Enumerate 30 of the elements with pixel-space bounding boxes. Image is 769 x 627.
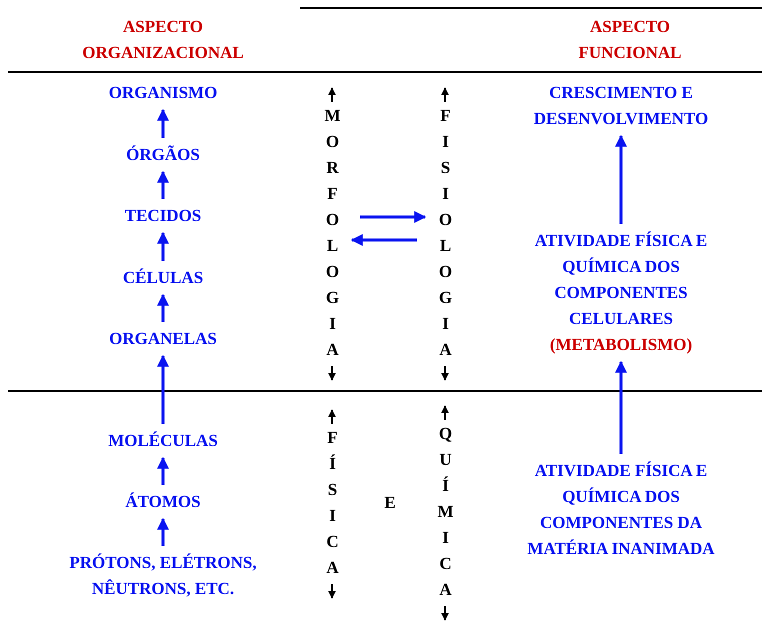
node-label: ÁTOMOS: [124, 491, 202, 513]
column-header: ASPECTO ORGANIZACIONAL: [81, 16, 245, 64]
arrow: [157, 108, 169, 138]
arrow: [157, 456, 169, 485]
arrow: [157, 294, 169, 322]
arrow: [350, 234, 417, 246]
node-label: ATIVIDADE FÍSICA E QUÍMICA DOS COMPONENTES CELULARES: [534, 230, 708, 330]
column-header: ASPECTO FUNCIONAL: [578, 16, 682, 64]
node-label: (METABOLISMO): [548, 334, 694, 356]
node-label: PRÓTONS, ELÉTRONS, NÊUTRONS, ETC.: [68, 552, 258, 600]
vertical-word: QUÍMICA: [435, 424, 455, 606]
node-label: ÓRGÃOS: [125, 144, 201, 166]
node-label: ORGANELAS: [108, 328, 218, 350]
arrow: [615, 134, 627, 224]
vertical-word: FISIOLOGIA: [435, 106, 455, 366]
node-label: ORGANISMO: [108, 82, 218, 104]
vertical-word: MORFOLOGIA: [322, 106, 342, 366]
node-label: ATIVIDADE FÍSICA E QUÍMICA DOS COMPONENTES DA MATÉRIA INANIMADA: [526, 460, 716, 560]
arrow: [157, 354, 169, 424]
vertical-word: FÍSICA: [322, 428, 342, 584]
arrow: [157, 170, 169, 199]
node-label: CRESCIMENTO E DESENVOLVIMENTO: [532, 82, 710, 130]
node-label: MOLÉCULAS: [107, 430, 219, 452]
arrow: [360, 211, 426, 223]
node-label: CÉLULAS: [122, 267, 204, 289]
node-label: TECIDOS: [124, 205, 202, 227]
arrow: [157, 232, 169, 261]
arrow: [157, 518, 169, 546]
arrow: [615, 360, 627, 454]
conjunction-text: E: [383, 492, 397, 514]
